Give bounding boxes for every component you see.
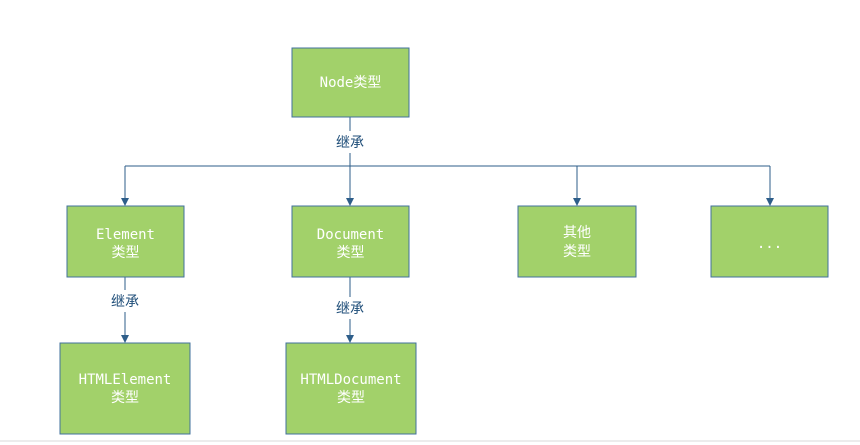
- node-label-document-line1: Document: [317, 227, 384, 243]
- node-rect-other: [517, 205, 637, 278]
- node-box-element: Element 类型: [66, 205, 185, 278]
- arrowhead-to-other: [573, 198, 581, 206]
- node-label-htmlelement-line1: HTMLElement: [79, 372, 172, 388]
- node-label-htmldocument-line1: HTMLDocument: [300, 372, 401, 388]
- arrowhead-to-document: [346, 198, 354, 206]
- edge-label-bg-node: [330, 131, 370, 153]
- edges-node-children: [121, 117, 774, 206]
- node-rect-htmldocument: [285, 342, 417, 435]
- node-rect-more: [710, 205, 829, 278]
- arrowhead-to-htmldocument: [346, 335, 354, 343]
- edge-label-bg-element: [105, 290, 145, 312]
- node-label-other-line2: 类型: [563, 244, 591, 260]
- arrowhead-to-element: [121, 198, 129, 206]
- edge-label-element-child: 继承: [111, 294, 139, 310]
- node-rect-document: [291, 205, 410, 278]
- node-label-document-line2: 类型: [337, 245, 365, 261]
- edge-label-document-child: 继承: [336, 301, 364, 317]
- node-box-htmlelement: HTMLElement 类型: [59, 342, 191, 435]
- node-label-node: Node类型: [320, 75, 382, 91]
- node-box-node: Node类型: [291, 47, 410, 118]
- arrowhead-to-more: [766, 198, 774, 206]
- node-label-element-line2: 类型: [112, 245, 140, 261]
- edge-label-node-children: 继承: [336, 135, 364, 151]
- node-label-more: ...: [757, 236, 782, 252]
- node-label-element-line1: Element: [96, 227, 155, 243]
- node-label-htmldocument-line2: 类型: [337, 390, 365, 406]
- node-box-htmldocument: HTMLDocument 类型: [285, 342, 417, 435]
- node-label-htmlelement-line2: 类型: [111, 390, 139, 406]
- node-rect-htmlelement: [59, 342, 191, 435]
- node-label-other-line1: 其他: [563, 225, 591, 241]
- edge-label-bg-document: [330, 297, 370, 319]
- node-rect-element: [66, 205, 185, 278]
- node-rect-node: [291, 47, 410, 118]
- arrowhead-to-htmlelement: [121, 335, 129, 343]
- node-box-other: 其他 类型: [517, 205, 637, 278]
- node-box-more: ...: [710, 205, 829, 278]
- node-box-document: Document 类型: [291, 205, 410, 278]
